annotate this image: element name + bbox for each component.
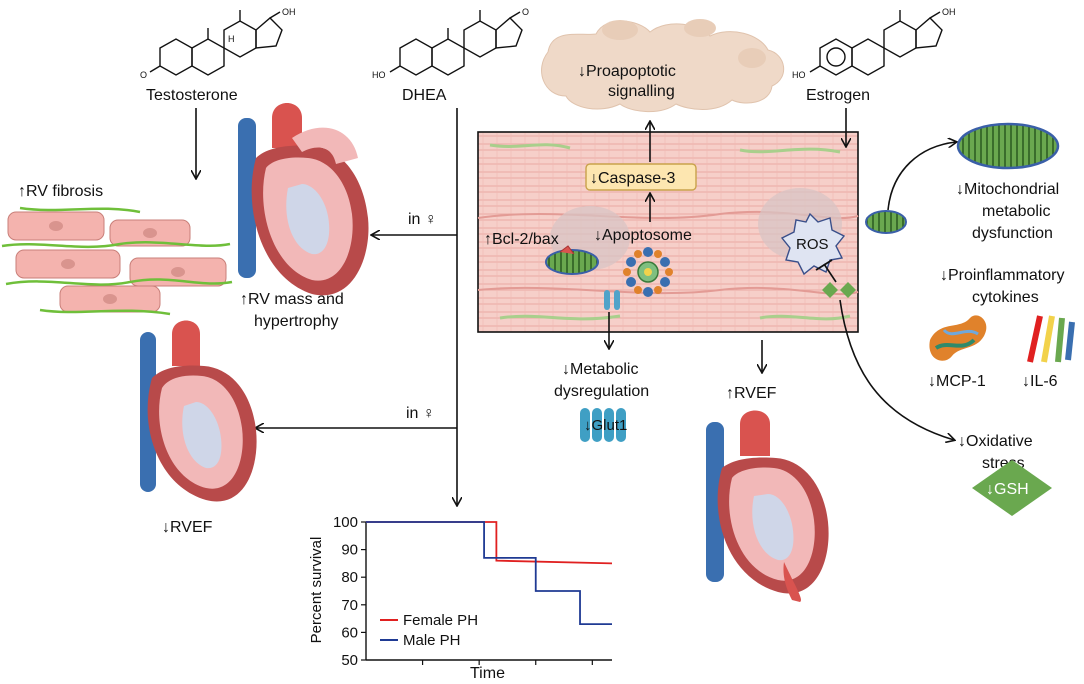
testosterone-o: O [140,70,147,80]
proapoptotic-label-2: signalling [608,83,675,100]
testosterone-h: H [228,34,235,44]
rvef-up-label: ↑RVEF [726,385,777,402]
survival-chart: Percent survival Time 50 60 70 80 90 100 Fema… [308,514,613,682]
mcp1-label: ↓MCP-1 [928,373,986,390]
ros-inhibit-line [823,263,837,283]
oxidative-curve-arrow [839,299,954,440]
fibrosis-cells-icon [1,206,233,316]
glut1-icon [580,408,626,442]
dhea-o: O [522,7,529,17]
mito-label-1: ↓Mitochondrial [956,181,1059,198]
mitochondrion-cell-icon [865,210,907,234]
heart-icon-bottom [706,410,829,602]
in-female-label-2: in ♀ [406,405,435,422]
rv-mass-label-1: ↑RV mass and [240,291,344,308]
y-tick-label: 50 [341,652,358,669]
y-tick-label: 100 [333,514,358,531]
bcl2-label: ↑Bcl-2/bax [484,231,559,248]
glut1-label: ↓Glut1 [584,417,627,434]
membrane-transporter-icon [604,290,620,310]
mitochondrion-large-icon [956,122,1060,170]
antioxidant-icon [822,282,856,298]
metabolic-label-2: dysregulation [554,383,649,400]
ros-inhibit-bar [815,259,833,271]
metabolic-label-1: ↓Metabolic [562,361,638,378]
oxidative-label-1: ↓Oxidative [958,433,1033,450]
mitochondrion-icon [545,245,599,275]
chart-xlabel: Time [470,665,505,682]
proapoptotic-label-1: ↓Proapoptotic [578,63,676,80]
dhea-label: DHEA [402,87,447,104]
in-female-label-1: in ♀ [408,211,437,228]
dhea-ho: HO [372,70,386,80]
y-tick-label: 70 [341,597,358,614]
estrogen-ho: HO [792,70,806,80]
apoptosome-icon [623,247,673,297]
rv-mass-label-2: hypertrophy [254,313,339,330]
legend-label: Male PH [403,632,461,649]
mcp1-protein-icon [929,315,987,361]
y-tick-label: 60 [341,624,358,641]
heart-icon-middle [140,320,257,502]
estrogen-molecule: OH HO [792,7,956,80]
ros-icon [780,212,846,276]
testosterone-oh: OH [282,7,296,17]
y-tick-label: 90 [341,542,358,559]
proinf-label-2: cytokines [972,289,1039,306]
legend-label: Female PH [403,612,478,629]
proapoptotic-cloud [541,19,784,112]
chart-ylabel: Percent survival [308,537,325,644]
il6-label: ↓IL-6 [1022,373,1058,390]
mito-label-2: metabolic [982,203,1050,220]
estrogen-oh: OH [942,7,956,17]
testosterone-molecule: OH O H [140,7,296,80]
caspase-box [585,163,697,191]
mitochondria-curve-arrow [887,142,956,211]
il6-protein-icon [1027,315,1075,363]
mito-label-3: dysfunction [972,225,1053,242]
dhea-molecule: O HO [372,7,529,80]
rv-fibrosis-label: ↑RV fibrosis [18,183,103,200]
y-tick-label: 80 [341,569,358,586]
proinf-label-1: ↓Proinflammatory [940,267,1064,284]
series-line-male [366,521,612,626]
gsh-diamond [972,460,1052,516]
rvef-down-label: ↓RVEF [162,519,213,536]
heart-icon-top [238,103,369,296]
caspase-label: ↓Caspase-3 [590,170,675,187]
testosterone-label: Testosterone [146,87,238,104]
estrogen-label: Estrogen [806,87,870,104]
gsh-label: ↓GSH [986,481,1029,498]
ros-label: ROS [796,236,829,253]
apoptosome-label: ↓Apoptosome [594,227,692,244]
